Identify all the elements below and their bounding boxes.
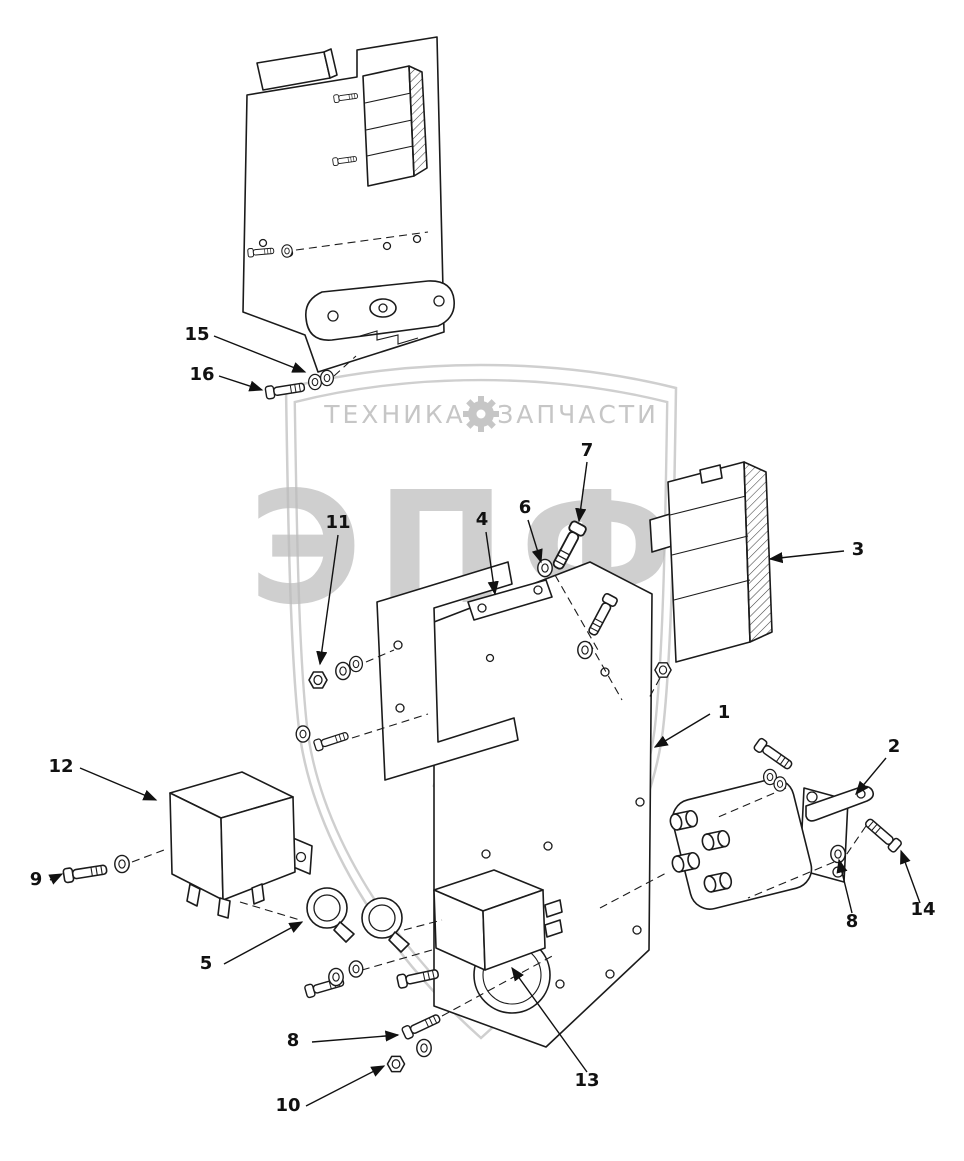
washer: [416, 1038, 432, 1058]
bolt-2: [752, 736, 796, 773]
washer: [295, 725, 311, 743]
callout-4: 4: [476, 509, 489, 530]
part-relay-block: [649, 461, 773, 663]
leader-lines: [48, 335, 921, 1107]
part-disconnect-switch: [668, 778, 874, 910]
callout-5: 5: [200, 953, 213, 974]
callout-13: 13: [574, 1070, 599, 1091]
washer-15: [307, 373, 323, 391]
callout-6: 6: [519, 497, 532, 518]
callout-9: 9: [30, 869, 43, 890]
callout-1: 1: [718, 702, 731, 723]
washer: [281, 244, 293, 258]
callout-7: 7: [581, 440, 594, 461]
bolt: [312, 729, 351, 752]
callout-2: 2: [888, 736, 901, 757]
washer: [773, 776, 787, 792]
assembly-dash-lines: [131, 231, 867, 1017]
callout-16: 16: [189, 364, 214, 385]
callout-15: 15: [184, 324, 209, 345]
callout-8-right: 8: [846, 911, 859, 932]
nut: [654, 662, 672, 678]
callout-12: 12: [48, 756, 73, 777]
watermark-text-left: ТЕХНИКА: [323, 400, 466, 429]
part-clamps: [306, 887, 410, 953]
washer: [114, 854, 130, 874]
callout-11: 11: [325, 512, 350, 533]
bolt: [395, 966, 441, 990]
callout-14: 14: [910, 899, 935, 920]
washer-8: [830, 844, 846, 864]
washer: [577, 640, 593, 660]
washer-6: [537, 558, 553, 578]
bolt-8: [400, 1011, 443, 1041]
nut-11: [308, 671, 328, 689]
callout-3: 3: [852, 539, 865, 560]
part-upper-bracket: [242, 36, 455, 373]
bolt-9: [62, 861, 109, 884]
callout-10: 10: [275, 1095, 300, 1116]
part-relay-13: [433, 869, 563, 1014]
washer: [348, 655, 364, 673]
washer-15: [319, 369, 335, 387]
callout-8-left: 8: [287, 1030, 300, 1051]
watermark-text-right: ЗАПЧАСТИ: [497, 400, 659, 429]
washer: [335, 661, 351, 681]
nut-10: [386, 1055, 406, 1073]
part-relay-12: [169, 771, 313, 919]
bolt-14: [862, 815, 904, 854]
part-support-bracket: [376, 561, 553, 781]
gear-icon: [463, 396, 499, 432]
washer: [328, 967, 344, 987]
washer: [348, 960, 364, 978]
